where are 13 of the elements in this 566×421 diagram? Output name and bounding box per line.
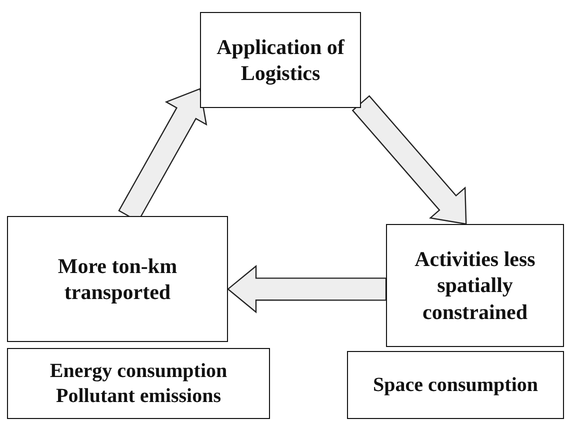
text-box	[347, 351, 564, 419]
box-text: More ton-km transported	[56, 252, 178, 306]
box-text: Pollutant emissions	[54, 384, 222, 408]
box-text: Space consumption	[372, 372, 540, 398]
box-text: Application of Logistics	[216, 34, 346, 86]
text-box	[200, 12, 361, 108]
text-box	[386, 224, 564, 347]
block-arrow	[227, 264, 387, 314]
text-box	[7, 216, 228, 342]
text-box	[7, 348, 270, 419]
box-text: Energy consumption	[48, 358, 228, 384]
block-arrow	[352, 95, 467, 225]
box-text: Activities less spatially constrained	[414, 246, 536, 325]
